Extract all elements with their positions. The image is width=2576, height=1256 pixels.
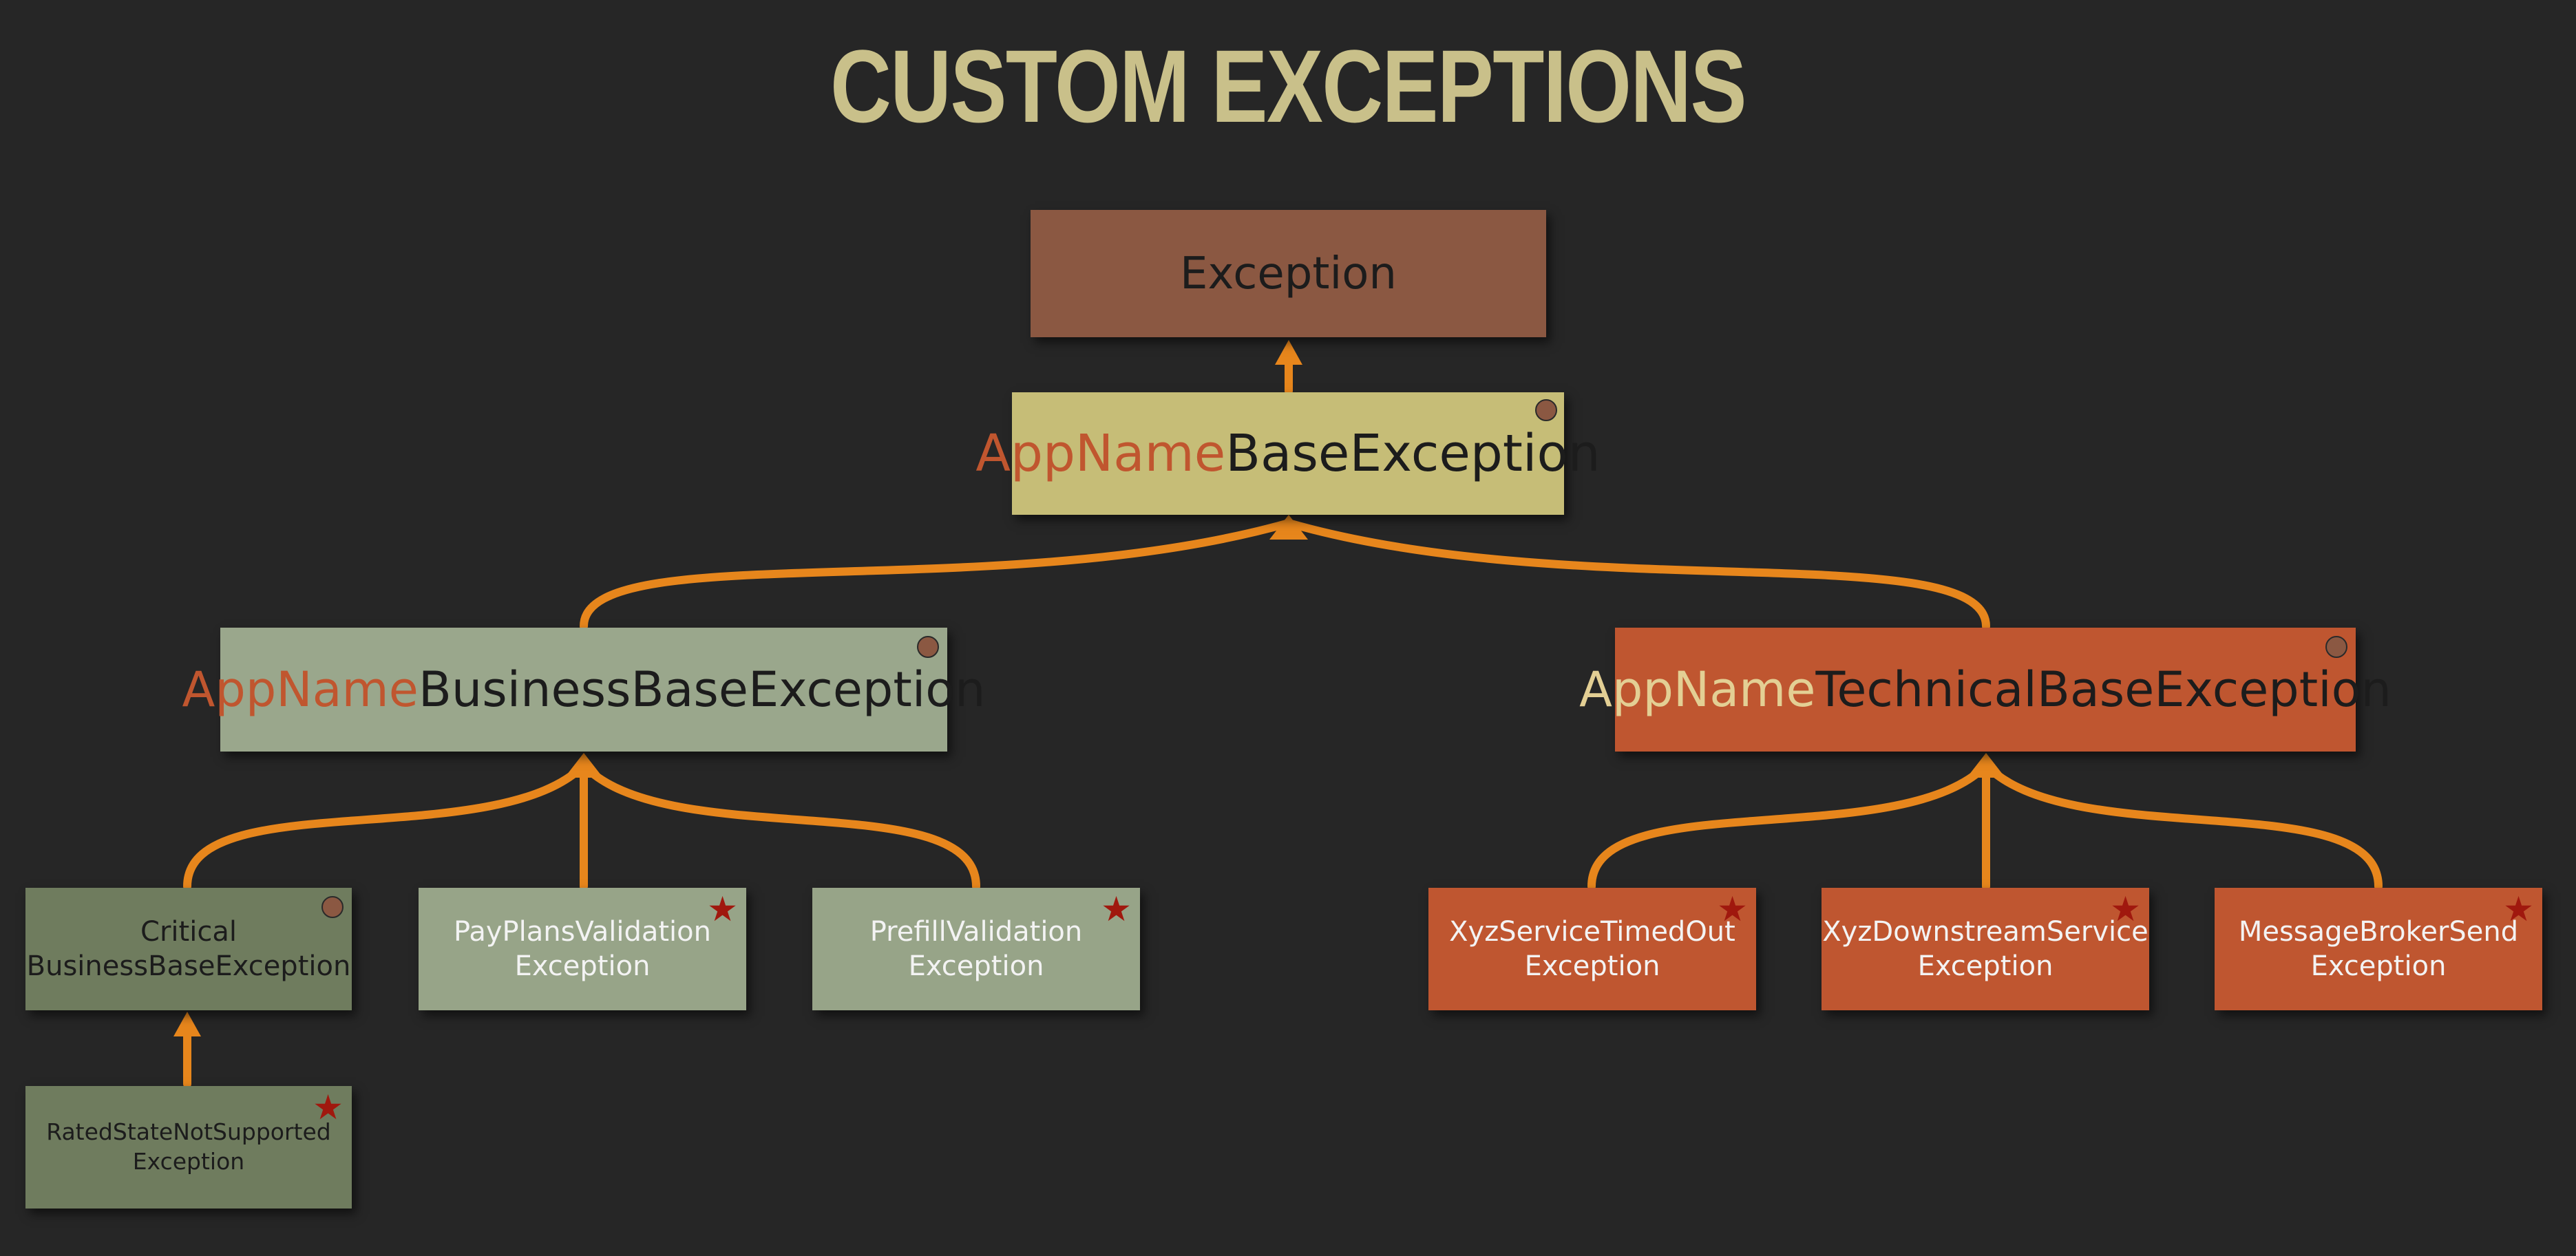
circle-icon (321, 896, 344, 918)
arrowhead-technical (1967, 753, 2005, 778)
star-icon: ★ (2110, 889, 2141, 929)
messagebroker-line2: Exception (2310, 950, 2447, 982)
business-base-prefix: AppName (182, 661, 419, 718)
xyzservice-line1: XyzServiceTimedOut (1449, 916, 1735, 948)
prefill-validation-exception-node: PrefillValidation Exception ★ (812, 888, 1140, 1010)
prefill-line1: PrefillValidation (869, 916, 1083, 948)
message-broker-send-exception-node: MessageBrokerSend Exception ★ (2215, 888, 2542, 1010)
circle-icon (2325, 636, 2347, 658)
edge-xyzservice-to-technical (1587, 761, 1990, 891)
app-base-prefix: AppName (975, 424, 1226, 483)
technical-base-suffix: TechnicalBaseException (1815, 661, 2392, 718)
arrowhead-business (564, 753, 603, 778)
xyzservice-line2: Exception (1524, 950, 1660, 982)
edge-prefill-to-business (580, 761, 980, 891)
payplans-validation-exception-node: PayPlansValidation Exception ★ (419, 888, 746, 1010)
ratedstate-not-supported-exception-node: RatedStateNotSupported Exception ★ (25, 1086, 352, 1209)
critical-line2: BusinessBaseException (26, 950, 351, 982)
business-base-exception-node: AppNameBusinessBaseException (182, 628, 985, 752)
circle-icon (917, 636, 939, 658)
prefill-line2: Exception (908, 950, 1044, 982)
arrowhead-base (1269, 515, 1308, 540)
exception-node: Exception (1031, 210, 1546, 337)
messagebroker-line1: MessageBrokerSend (2238, 916, 2519, 948)
xyzdownstream-line2: Exception (1917, 950, 2054, 982)
edge-critical-to-business (183, 761, 588, 891)
edge-messagebroker-to-technical (1982, 761, 2383, 891)
technical-base-prefix: AppName (1579, 661, 1816, 718)
app-base-suffix: BaseException (1225, 424, 1601, 483)
ratedstate-line1: RatedStateNotSupported (46, 1118, 331, 1146)
arrowhead-exception (1275, 340, 1302, 365)
payplans-line2: Exception (514, 950, 651, 982)
technical-base-exception-node: AppNameTechnicalBaseException (1579, 628, 2392, 752)
xyzdownstream-line1: XyzDownstreamService (1822, 916, 2149, 948)
diagram-title: CUSTOM EXCEPTIONS (830, 28, 1747, 144)
app-base-exception-node: AppNameBaseException (975, 392, 1601, 515)
critical-line1: Critical (140, 916, 237, 948)
star-icon: ★ (313, 1087, 344, 1127)
circle-icon (1535, 399, 1557, 421)
star-icon: ★ (1717, 889, 1748, 929)
star-icon: ★ (1101, 889, 1132, 929)
edge-technical-to-base (1285, 519, 1990, 630)
business-base-suffix: BusinessBaseException (418, 661, 986, 718)
star-icon: ★ (707, 889, 738, 929)
xyz-downstream-service-exception-node: XyzDownstreamService Exception ★ (1822, 888, 2149, 1010)
xyz-service-timedout-exception-node: XyzServiceTimedOut Exception ★ (1428, 888, 1756, 1010)
payplans-line1: PayPlansValidation (454, 916, 711, 948)
edge-business-to-base (580, 519, 1293, 630)
arrowhead-critical (173, 1012, 201, 1036)
ratedstate-line2: Exception (132, 1148, 245, 1175)
star-icon: ★ (2503, 889, 2534, 929)
exception-label: Exception (1180, 248, 1397, 299)
critical-business-exception-node: Critical BusinessBaseException (25, 888, 352, 1010)
